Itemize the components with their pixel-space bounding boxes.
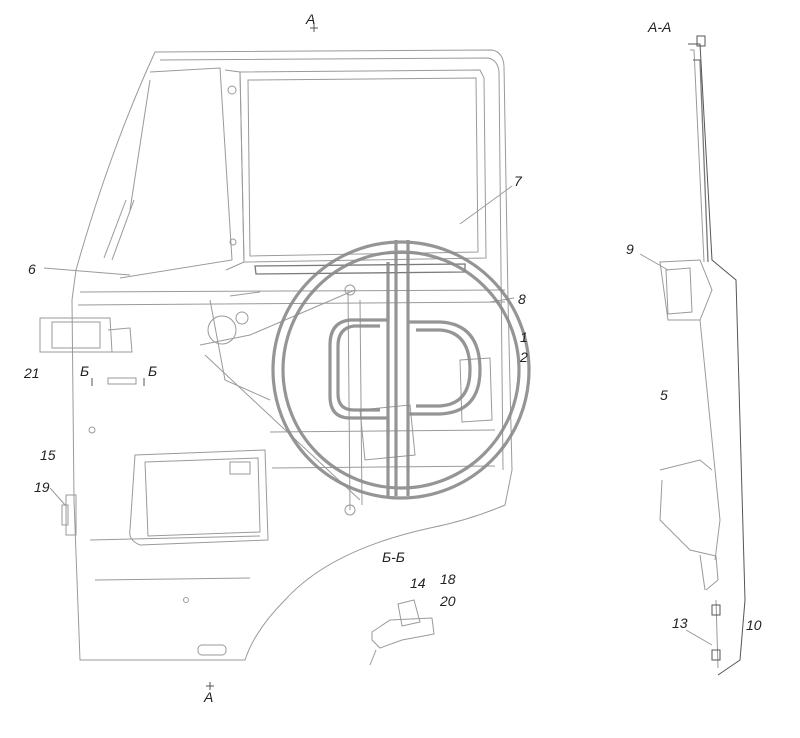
- cut-markers: [91, 24, 318, 690]
- section-label-aa: А-А: [647, 19, 671, 35]
- view-label-a-bottom: А: [203, 689, 213, 705]
- view-label-a-top: А: [305, 11, 315, 27]
- door-front-view: [39, 49, 513, 661]
- section-labels: А А А-А Б-Б Б Б: [80, 11, 671, 705]
- callout-20: 20: [439, 593, 456, 609]
- callout-19: 19: [34, 479, 50, 495]
- callout-6: 6: [28, 261, 36, 277]
- section-b-b-view: [369, 599, 435, 666]
- leader-lines: [43, 185, 713, 646]
- callout-2: 2: [519, 349, 528, 365]
- callout-21: 21: [23, 365, 40, 381]
- callout-15: 15: [40, 447, 56, 463]
- section-a-a-view: [659, 35, 746, 676]
- cut-label-b-right: Б: [148, 363, 157, 379]
- callout-18: 18: [440, 571, 456, 587]
- door-handle: [197, 644, 227, 656]
- callout-10: 10: [746, 617, 762, 633]
- cut-label-b-left: Б: [80, 363, 89, 379]
- door-outline: [71, 49, 513, 661]
- callout-9: 9: [626, 241, 634, 257]
- callout-1: 1: [520, 329, 528, 345]
- regulator-drum: [207, 315, 237, 345]
- section-label-bb: Б-Б: [382, 549, 405, 565]
- callout-8: 8: [518, 291, 526, 307]
- window-frame: [239, 69, 487, 263]
- callout-14: 14: [410, 575, 426, 591]
- callout-numbers: 1 2 5 6 7 8 9 10 13 14 15 18 19 20 21: [23, 173, 762, 633]
- watermark-logo: [271, 240, 531, 500]
- trim-panel: [129, 449, 269, 546]
- callout-5: 5: [660, 387, 668, 403]
- callout-13: 13: [672, 615, 688, 631]
- callout-7: 7: [514, 173, 523, 189]
